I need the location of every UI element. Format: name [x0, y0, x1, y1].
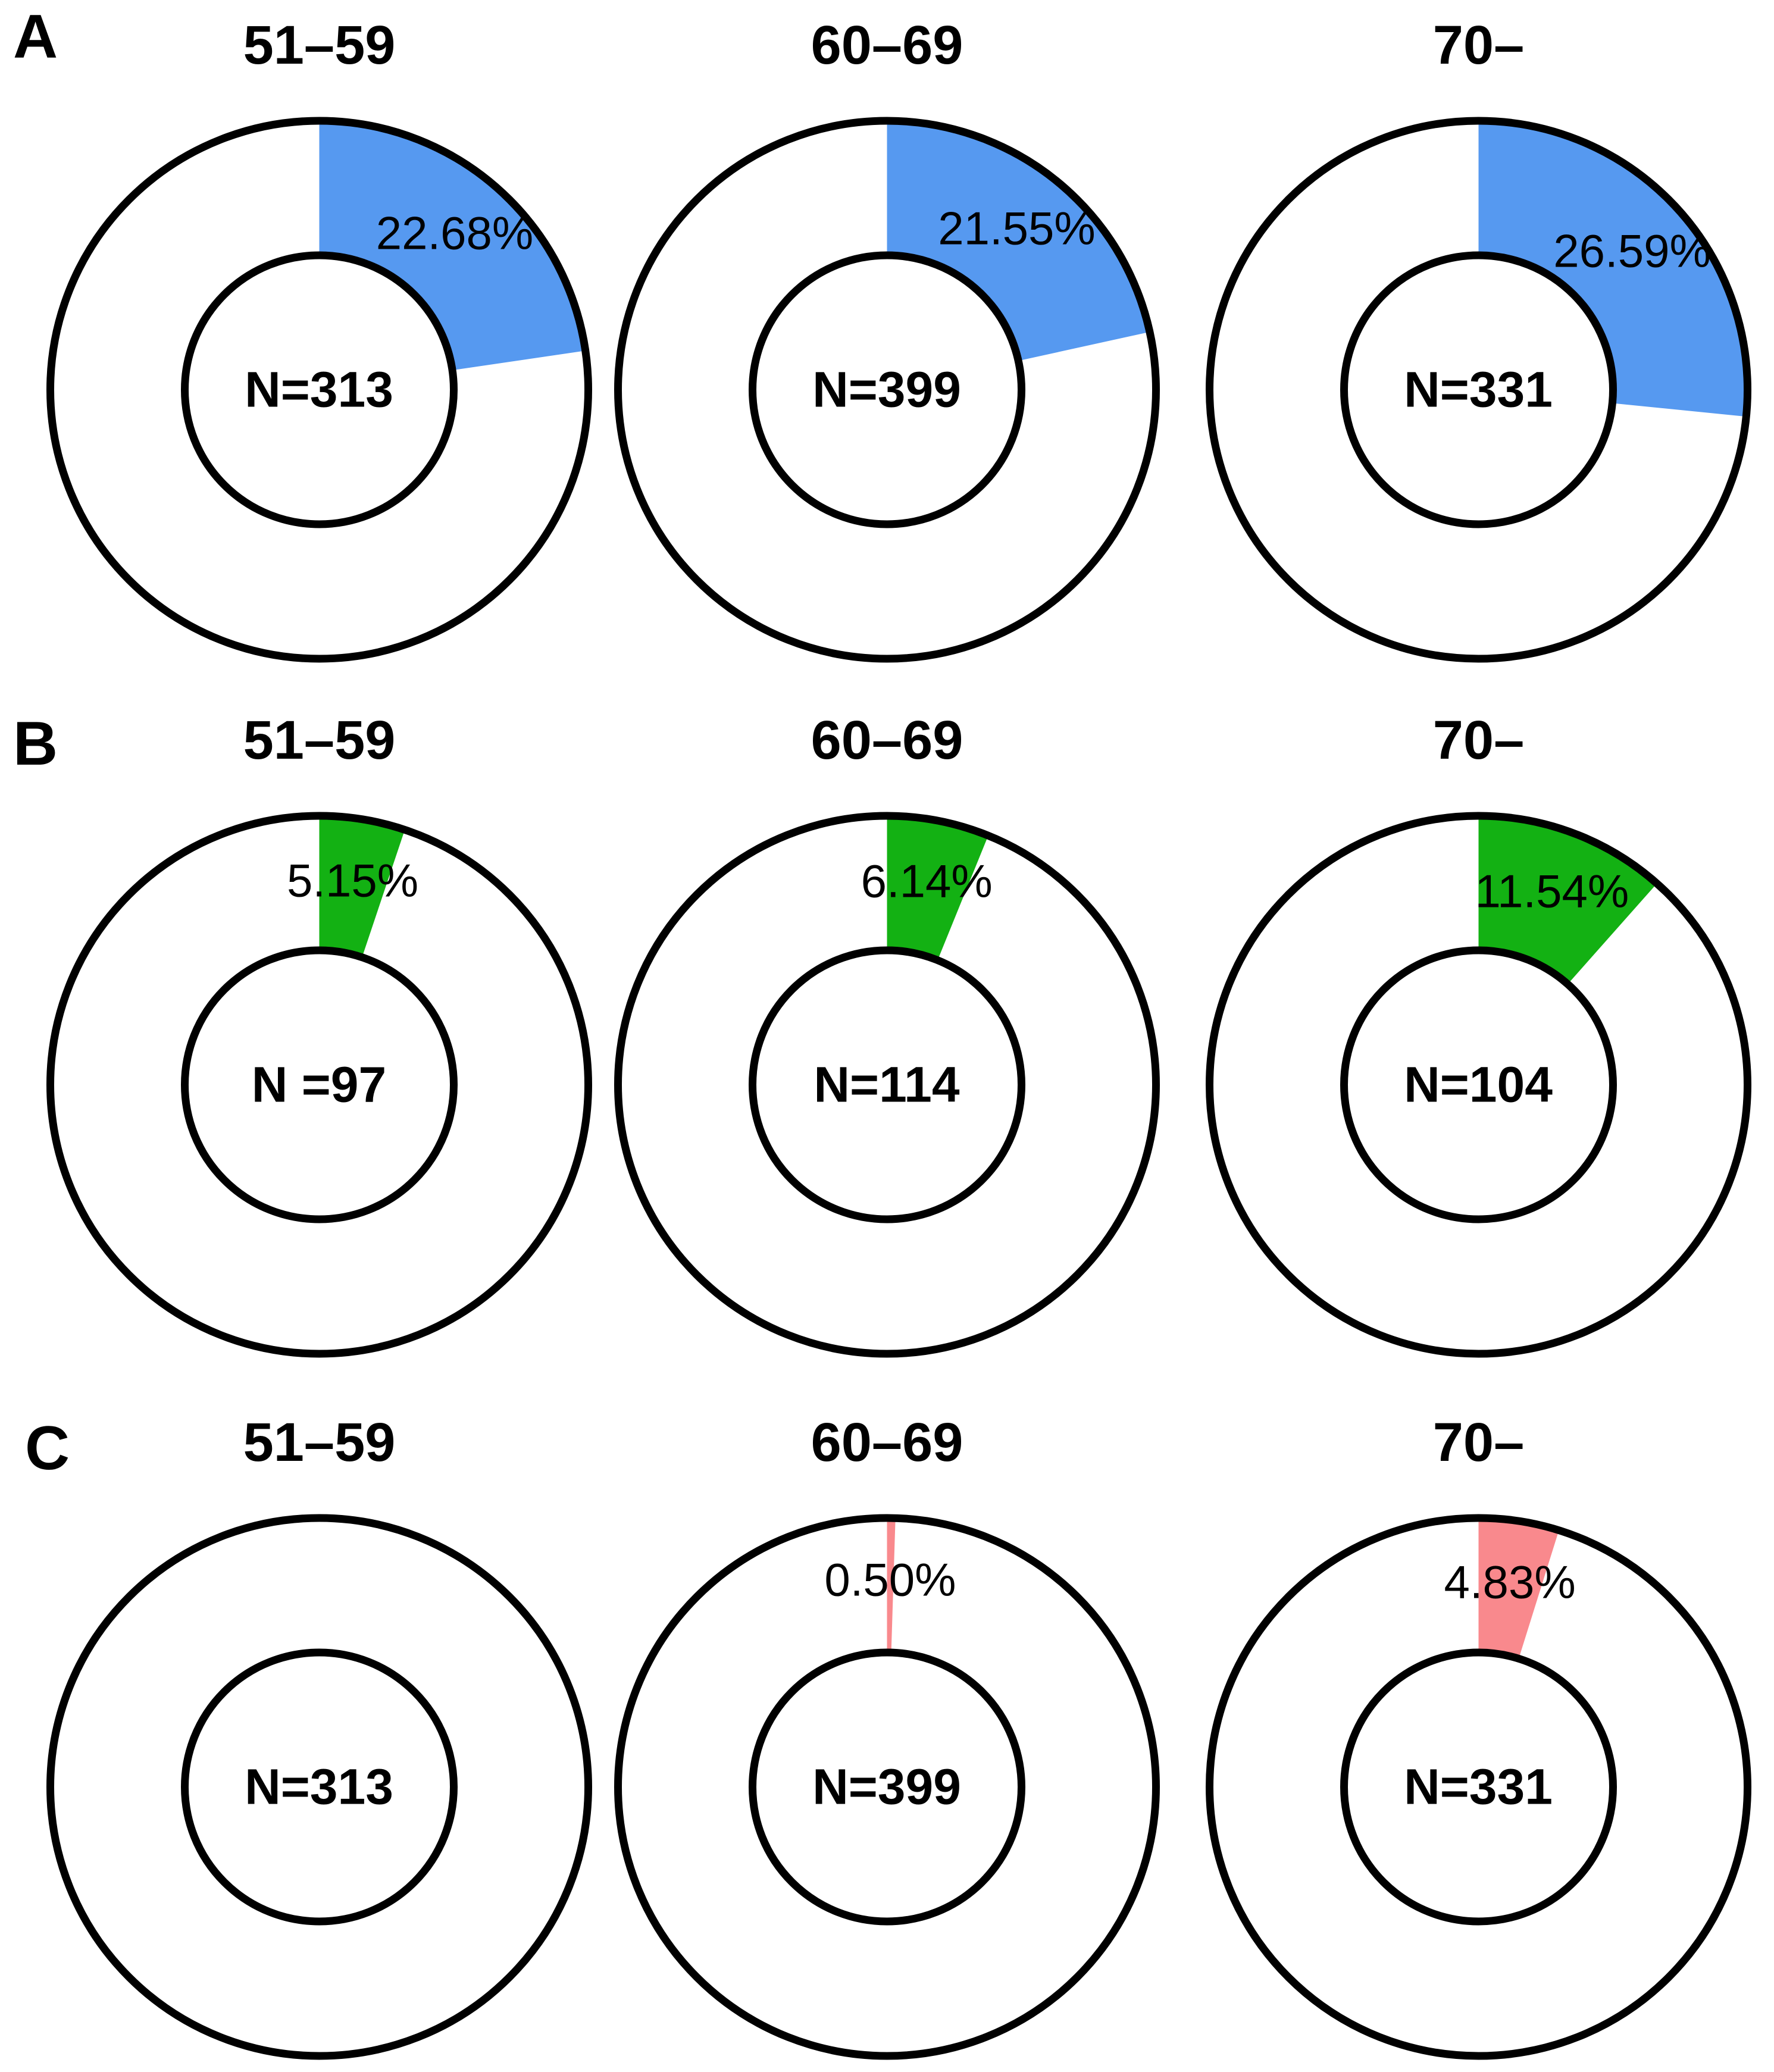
- sample-size-label: N=331: [1404, 1758, 1553, 1815]
- slice-percent-label: 26.59%: [1553, 224, 1711, 277]
- donut-ring: [1206, 117, 1751, 663]
- donut-b-60-69: 60–69 6.14% N=114: [592, 695, 1182, 1385]
- outer-ring-circle: [614, 812, 1160, 1358]
- outer-ring-circle: [46, 117, 592, 663]
- highlight-slice: [319, 813, 406, 959]
- donut-ring: [1206, 1514, 1751, 2060]
- sample-size-label: N=313: [245, 1758, 393, 1815]
- chart-title: 60–69: [811, 15, 963, 76]
- donut-a-60-69: 60–69 21.55% N=399: [592, 0, 1182, 690]
- chart-title: 51–59: [243, 15, 396, 76]
- outer-ring-circle: [46, 812, 592, 1358]
- slice-percent-label: 21.55%: [938, 202, 1096, 255]
- slice-percent-label: 0.50%: [824, 1553, 956, 1606]
- slice-percent-label: 11.54%: [1475, 865, 1629, 918]
- inner-hole-circle: [181, 251, 458, 528]
- outer-ring-circle: [46, 1514, 592, 2060]
- outer-ring-circle: [1206, 812, 1751, 1358]
- sample-size-label: N=313: [245, 361, 393, 418]
- sample-size-label: N=331: [1404, 361, 1553, 418]
- highlight-slice: [1478, 1515, 1560, 1661]
- panel-label-b: B: [13, 709, 58, 778]
- highlight-slice: [887, 813, 990, 962]
- chart-title: 51–59: [243, 1412, 396, 1473]
- donut-b-51-59: 51–59 5.15% N =97: [24, 695, 615, 1385]
- sample-size-label: N=104: [1404, 1056, 1553, 1113]
- inner-hole-circle: [749, 1648, 1025, 1926]
- sample-size-label: N=399: [812, 361, 961, 418]
- outer-ring-circle: [1206, 1514, 1751, 2060]
- inner-hole-circle: [1340, 946, 1617, 1223]
- outer-ring-circle: [614, 1514, 1160, 2060]
- donut-ring: [614, 1514, 1160, 2060]
- slice-percent-label: 22.68%: [376, 206, 534, 259]
- donut-a-70plus: 70– 26.59% N=331: [1183, 0, 1774, 690]
- donut-b-70plus: 70– 11.54% N=104: [1183, 695, 1774, 1385]
- donut-c-60-69: 60–69 0.50% N=399: [592, 1397, 1182, 2072]
- sample-size-label: N =97: [251, 1056, 387, 1113]
- inner-hole-circle: [1340, 251, 1617, 528]
- donut-c-70plus: 70– 4.83% N=331: [1183, 1397, 1774, 2072]
- chart-title: 70–: [1432, 1412, 1525, 1473]
- outer-ring-circle: [1206, 117, 1751, 663]
- highlight-slice: [887, 1515, 896, 1655]
- slice-percent-label: 4.83%: [1444, 1555, 1576, 1608]
- slice-percent-label: 5.15%: [286, 854, 419, 907]
- donut-ring: [614, 117, 1160, 663]
- chart-title: 60–69: [811, 710, 963, 771]
- chart-title: 60–69: [811, 1412, 963, 1473]
- panel-label-c: C: [25, 1414, 70, 1483]
- panel-label-a: A: [13, 2, 58, 71]
- highlight-slice: [1478, 118, 1751, 417]
- inner-hole-circle: [749, 251, 1025, 528]
- donut-ring: [46, 117, 592, 663]
- donut-ring: [614, 812, 1160, 1358]
- chart-title: 70–: [1432, 15, 1525, 76]
- donut-a-51-59: 51–59 22.68% N=313: [24, 0, 615, 690]
- chart-title: 51–59: [243, 710, 396, 771]
- donut-ring: [1206, 812, 1751, 1358]
- outer-ring-circle: [614, 117, 1160, 663]
- donut-ring: [46, 1514, 592, 2060]
- chart-title: 70–: [1432, 710, 1525, 771]
- slice-percent-label: 6.14%: [861, 855, 993, 907]
- inner-hole-circle: [749, 946, 1025, 1223]
- highlight-slice: [319, 118, 589, 371]
- inner-hole-circle: [1340, 1648, 1617, 1926]
- donut-ring: [46, 812, 592, 1358]
- highlight-slice: [887, 118, 1153, 362]
- inner-hole-circle: [181, 1648, 458, 1926]
- sample-size-label: N=114: [814, 1056, 960, 1113]
- inner-hole-circle: [181, 946, 458, 1223]
- donut-c-51-59: 51–59 N=313: [24, 1397, 615, 2072]
- sample-size-label: N=399: [812, 1758, 961, 1815]
